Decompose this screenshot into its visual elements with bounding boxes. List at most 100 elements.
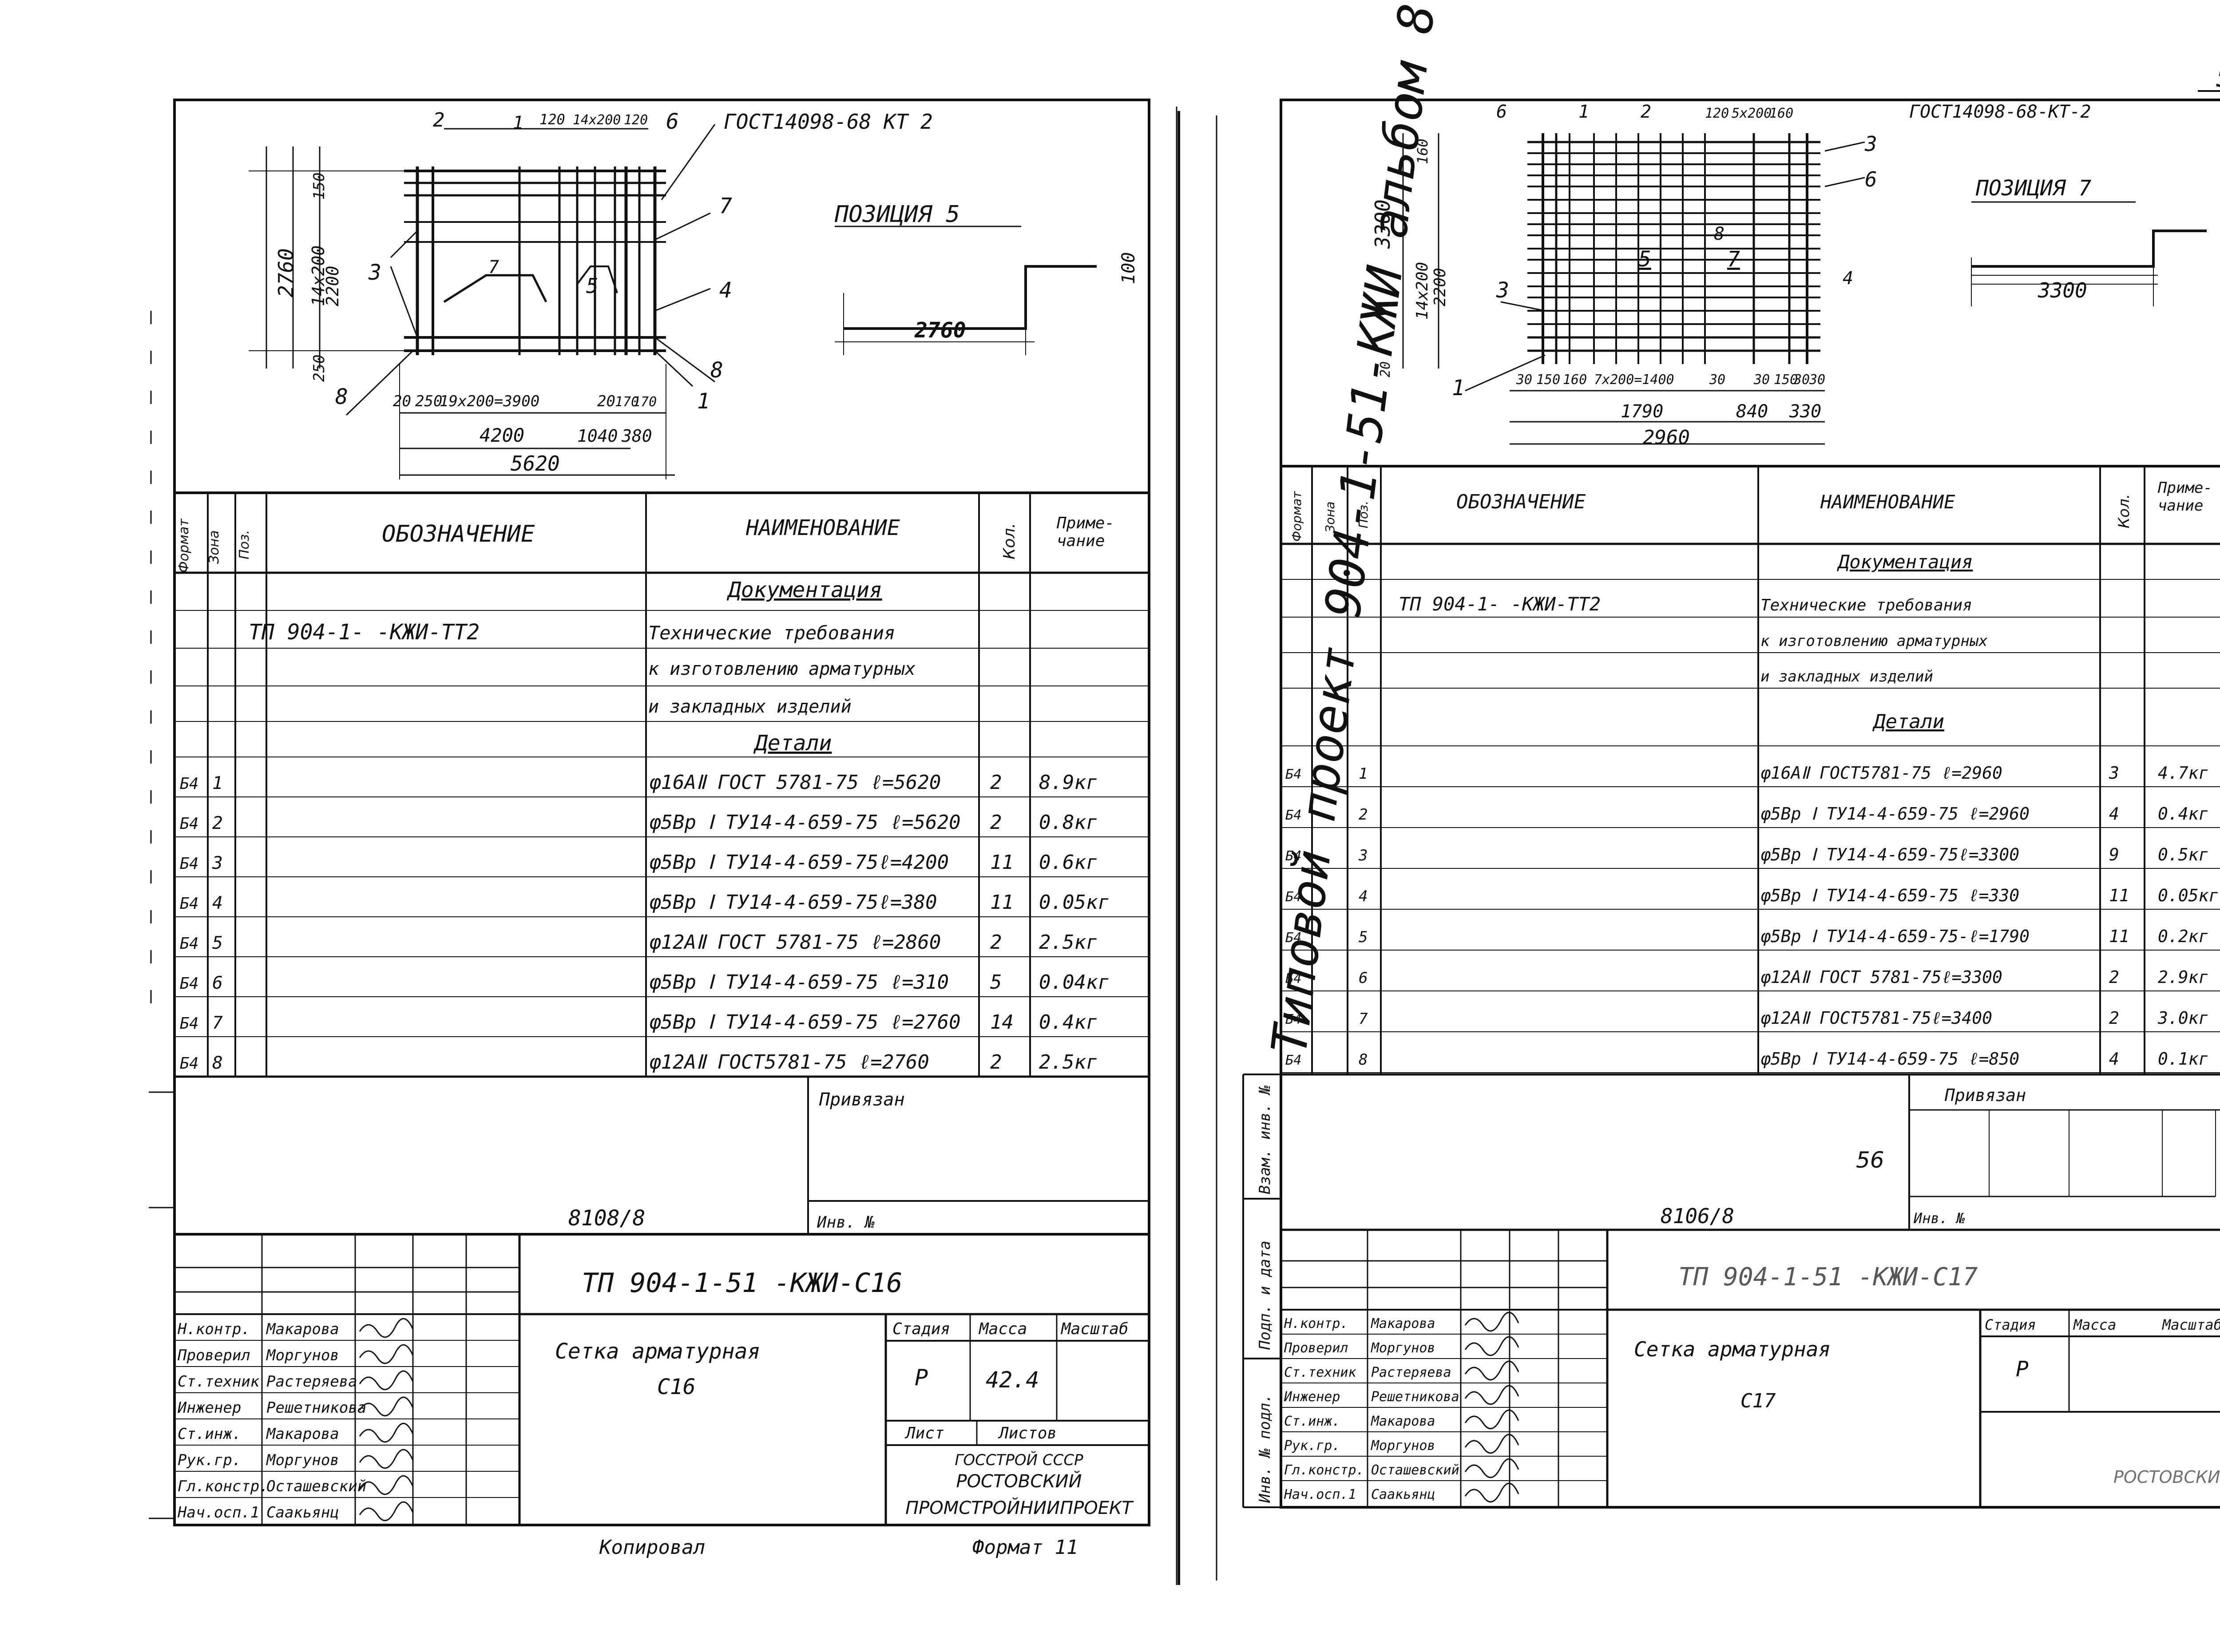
stage-value: Р: [915, 1365, 928, 1391]
signature-name: Растеряева: [266, 1373, 357, 1391]
side-label: Подп. и дата: [1256, 1240, 1274, 1350]
row-position: 5: [212, 933, 223, 953]
col-header-name: НАИМЕНОВАНИЕ: [745, 515, 900, 540]
signature-mark: [359, 1449, 414, 1469]
right-binding: Привязан Инв. № 8106/8 56: [1281, 1074, 2220, 1231]
dim-label: 6: [666, 109, 679, 134]
row-name: φ16АⅡ ГОСТ 5781-75 ℓ=5620: [649, 771, 941, 794]
signature-name: Осташевский: [266, 1478, 366, 1495]
callout: 1: [697, 389, 710, 414]
doc-name: и закладных изделий: [648, 697, 852, 717]
row-qty: 2: [990, 811, 1002, 834]
dim-label: 1: [1578, 102, 1589, 122]
row-note: 0.8кг: [1039, 811, 1098, 834]
callout: 8: [335, 384, 348, 409]
dim-label: 30: [1793, 372, 1810, 388]
left-frame: [173, 99, 1150, 1526]
position-length: 2760: [914, 318, 966, 343]
signature-name: Макарова: [1371, 1414, 1435, 1429]
row-note: 0.04кг: [1039, 971, 1110, 994]
col-header-designation: ОБОЗНАЧЕНИЕ: [1456, 491, 1586, 513]
dim-label: 3300: [1371, 199, 1395, 249]
inv-label: Инв. №: [1913, 1210, 1965, 1227]
row-format: Б4: [1285, 889, 1302, 905]
binding-number: 8106/8: [1661, 1204, 1734, 1228]
section-docs: Документация: [1837, 551, 1973, 573]
dim-label: 1040: [577, 426, 618, 446]
dim-label: 2: [433, 109, 445, 131]
col-header-zone: Зона: [1323, 501, 1337, 533]
row-position: 7: [212, 1013, 223, 1033]
dim-label: 150: [1536, 372, 1560, 388]
row-name: φ5Вр Ⅰ ТУ14-4-659-75 ℓ=2760: [649, 1011, 961, 1034]
mass-value: 42.4: [986, 1367, 1039, 1393]
stage-header: Стадия: [1985, 1316, 2036, 1333]
dim-label: 7x200=1400: [1594, 372, 1674, 388]
row-format: Б4: [180, 815, 198, 833]
dim-label: 14x200: [573, 112, 621, 128]
dim-label: 120: [624, 112, 648, 128]
signature-role: Ст.техник: [1284, 1365, 1356, 1380]
row-note: 8.9кг: [1039, 771, 1098, 794]
callout: 5: [586, 274, 599, 298]
row-name: φ5Вр Ⅰ ТУ14-4-659-75 ℓ=310: [649, 971, 949, 994]
signature-name: Макарова: [266, 1320, 339, 1338]
signature-role: Ст.инж.: [178, 1425, 241, 1443]
dim-label: 30: [1516, 372, 1532, 388]
doc-name: к изготовлению арматурных: [648, 659, 916, 679]
scale-header: Масштаб: [2162, 1316, 2220, 1333]
signature-role: Инженер: [177, 1399, 241, 1417]
row-position: 6: [212, 973, 223, 993]
inv-label: Инв. №: [817, 1213, 875, 1232]
drawing-title-mark: С16: [657, 1375, 696, 1399]
doc-name: и закладных изделий: [1760, 668, 1933, 685]
row-format: Б4: [180, 975, 198, 993]
row-position: 6: [1359, 969, 1368, 987]
signature-mark: [359, 1396, 414, 1417]
signature-role: Ст.техник: [178, 1373, 260, 1391]
dim-label: 5x200: [1732, 106, 1772, 121]
row-format: Б4: [180, 775, 198, 793]
format-label: Формат 11: [972, 1536, 1078, 1559]
row-qty: 2: [2109, 967, 2119, 987]
row-format: Б4: [1285, 767, 1302, 782]
dim-label: 170: [615, 394, 639, 410]
binding-number: 8108/8: [568, 1206, 645, 1231]
row-qty: 11: [2109, 927, 2129, 946]
row-note: 0.1кг: [2158, 1049, 2208, 1069]
stage-value: Р: [2016, 1357, 2029, 1382]
row-note: 0.6кг: [1039, 851, 1098, 874]
row-name: φ12АⅡ ГОСТ5781-75 ℓ=2760: [649, 1051, 929, 1074]
stage-header: Стадия: [892, 1320, 950, 1338]
doc-designation: ТП 904-1- -КЖИ-ТТ2: [249, 620, 480, 645]
signature-role: Гл.констр.: [178, 1478, 269, 1495]
col-header-qty: Кол.: [2115, 494, 2133, 528]
drawing-code: ТП 904-1-51 -КЖИ-С16: [582, 1268, 902, 1299]
signature-name: Решетникова: [266, 1399, 366, 1417]
signature-mark: [1464, 1458, 1519, 1478]
position-title: ПОЗИЦИЯ 7: [1975, 176, 2091, 201]
side-label: Взам. инв. №: [1256, 1085, 1274, 1194]
dim-label: 5620: [511, 452, 560, 475]
row-name: φ12АⅡ ГОСТ 5781-75 ℓ=2860: [649, 931, 941, 954]
doc-name: Технические требования: [648, 622, 895, 644]
row-qty: 11: [990, 891, 1014, 914]
dim-label: 330: [1789, 401, 1821, 422]
row-qty: 11: [2109, 886, 2129, 905]
dim-label: 2: [1641, 102, 1651, 122]
right-frame: [1280, 99, 2220, 1509]
dim-label: 120: [1705, 106, 1729, 121]
row-note: 0.05кг: [1039, 891, 1110, 914]
left-mesh-drawing: 2760 14x200 2200 150 250 3 7 5 4 8 1 8 7…: [249, 109, 933, 479]
col-header-designation: ОБОЗНАЧЕНИЕ: [382, 521, 535, 547]
signature-role: Н.контр.: [177, 1320, 250, 1338]
row-name: φ5Вр Ⅰ ТУ14-4-659-75 ℓ=2960: [1760, 804, 2030, 824]
callout: 4: [1843, 268, 1853, 289]
col-header-note: чание: [1057, 532, 1105, 550]
drawing-title: Сетка арматурная: [1634, 1337, 1831, 1361]
signature-mark: [1464, 1409, 1519, 1430]
row-position: 8: [212, 1053, 223, 1073]
